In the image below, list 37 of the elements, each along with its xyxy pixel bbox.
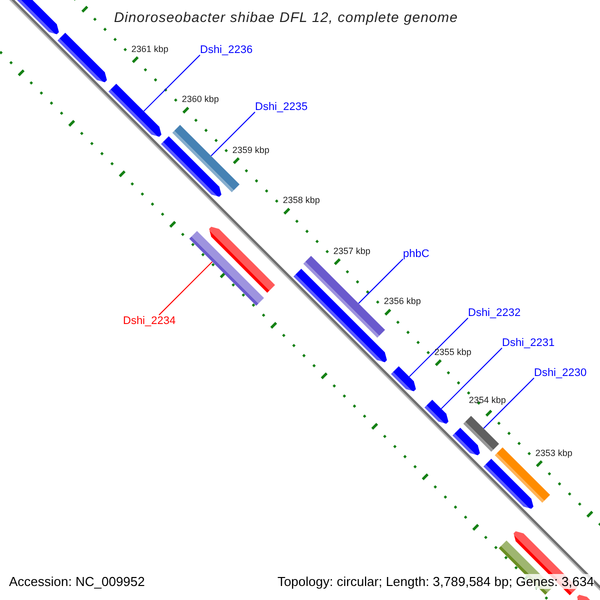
gene-label: Dshi_2230 xyxy=(534,367,587,379)
position-label: 2354 kbp xyxy=(468,395,506,406)
leader-line xyxy=(483,378,534,429)
gene-block xyxy=(160,136,222,197)
genome-info-text: Topology: circular; Length: 3,789,584 bp; Genes: 3,634 xyxy=(277,574,594,589)
leader-line xyxy=(408,318,468,378)
leader-line xyxy=(358,258,404,304)
gene-block xyxy=(108,84,162,137)
gene-block xyxy=(424,400,448,424)
position-label: 2355 kbp xyxy=(434,346,472,357)
leader-line xyxy=(143,54,200,112)
gene-bar xyxy=(463,416,500,452)
position-label: 2357 kbp xyxy=(333,246,370,256)
gene-block xyxy=(483,458,534,509)
leader-line xyxy=(158,261,213,316)
gene-bar xyxy=(189,230,264,306)
gene-label: Dshi_2235 xyxy=(255,101,308,113)
accession-text: Accession: NC_009952 xyxy=(9,574,145,589)
map-title: Dinoroseobacter shibae DFL 12, complete genome xyxy=(112,9,460,25)
gene-label: Dshi_2231 xyxy=(502,337,555,349)
gene-block xyxy=(452,428,480,456)
gene-label: Dshi_2232 xyxy=(468,307,521,319)
leader-line xyxy=(210,112,256,156)
gene-label: Dshi_2234 xyxy=(123,315,176,327)
gene-label: Dshi_2236 xyxy=(200,44,253,56)
gene-bar xyxy=(303,256,386,338)
position-label: 2360 kbp xyxy=(182,94,219,104)
position-label: 2356 kbp xyxy=(384,296,421,306)
gene-label: phbC xyxy=(403,248,430,260)
position-label: 2359 kbp xyxy=(232,144,270,155)
position-label: 2361 kbp xyxy=(131,44,168,54)
gene-block xyxy=(209,226,276,293)
gene-block xyxy=(57,32,107,82)
leader-line xyxy=(440,348,502,410)
position-label: 2353 kbp xyxy=(535,448,572,458)
gene-block xyxy=(390,366,416,392)
position-label: 2358 kbp xyxy=(282,195,320,206)
